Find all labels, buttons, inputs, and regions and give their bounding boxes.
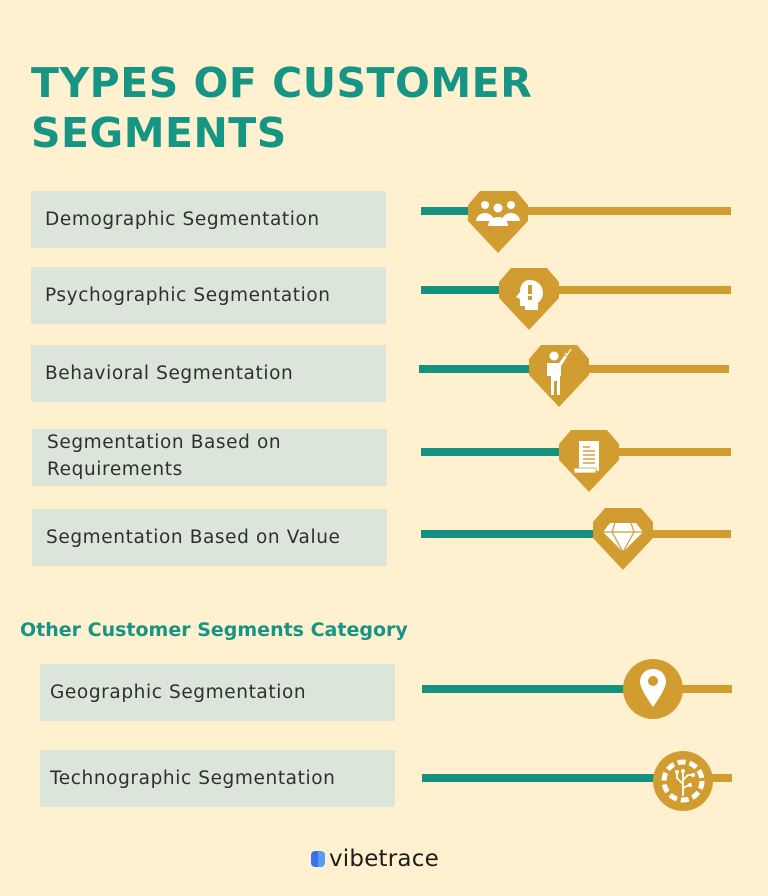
track-progress xyxy=(421,207,481,215)
segment-label: Technographic Segmentation xyxy=(50,768,336,789)
track-progress xyxy=(421,530,596,538)
vibetrace-logo-icon xyxy=(311,851,325,867)
segment-track-technographic xyxy=(422,774,732,782)
track-progress xyxy=(419,365,531,373)
gear-circuit-icon xyxy=(653,751,713,811)
page-title: TYPES OF CUSTOMER SEGMENTS xyxy=(31,59,533,157)
diamond-icon xyxy=(593,508,653,570)
segment-track-demographic xyxy=(421,207,731,215)
segment-track-value xyxy=(421,530,731,538)
segment-label: Behavioral Segmentation xyxy=(45,363,294,384)
person-checkmark-icon xyxy=(529,345,589,407)
brand-logo: vibetrace xyxy=(311,846,439,872)
segment-box-technographic: Technographic Segmentation xyxy=(40,750,395,807)
segment-track-psychographic xyxy=(421,286,731,294)
segment-box-requirements: Segmentation Based on Requirements xyxy=(32,429,387,486)
track-progress xyxy=(421,448,563,456)
track-progress xyxy=(422,685,632,693)
segment-box-value: Segmentation Based on Value xyxy=(32,509,387,566)
segment-box-demographic: Demographic Segmentation xyxy=(31,191,386,248)
segment-box-geographic: Geographic Segmentation xyxy=(40,664,395,721)
map-pin-icon xyxy=(623,659,683,719)
scroll-document-icon xyxy=(559,430,619,492)
head-exclamation-icon xyxy=(499,268,559,330)
brand-name: vibetrace xyxy=(329,846,439,872)
segment-label: Demographic Segmentation xyxy=(45,209,320,230)
segment-label: Segmentation Based on Requirements xyxy=(47,431,282,480)
other-segments-heading: Other Customer Segments Category xyxy=(20,619,408,641)
segment-box-behavioral: Behavioral Segmentation xyxy=(31,345,386,402)
segment-label: Segmentation Based on Value xyxy=(46,527,341,548)
track-progress xyxy=(422,774,662,782)
segment-box-psychographic: Psychographic Segmentation xyxy=(31,267,386,324)
segment-track-geographic xyxy=(422,685,732,693)
track-progress xyxy=(421,286,511,294)
segment-label: Geographic Segmentation xyxy=(50,682,307,703)
people-group-icon xyxy=(468,191,528,253)
segment-label: Psychographic Segmentation xyxy=(45,285,331,306)
